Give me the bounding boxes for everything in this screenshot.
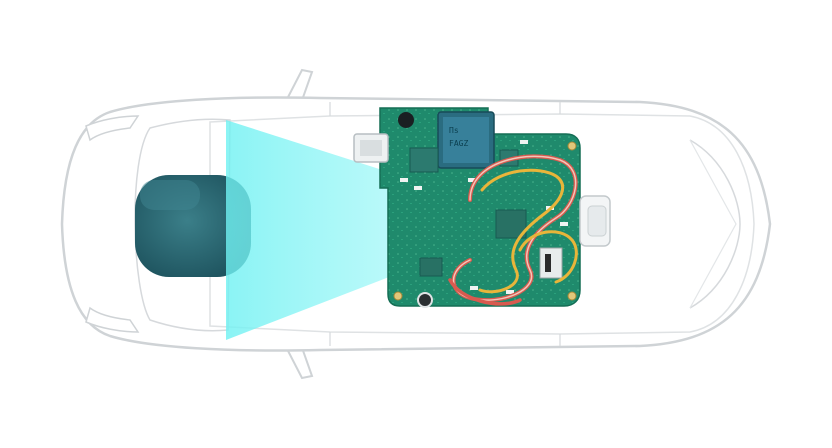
capacitor [398, 112, 414, 128]
left-headlight [85, 115, 140, 142]
circuit-board-icon: Πs FAGZ [353, 107, 581, 308]
right-headlight [85, 306, 140, 333]
chip-label-2: FAGZ [449, 139, 468, 148]
windshield [134, 118, 231, 332]
roof-outline [209, 113, 755, 335]
sensor-icon [135, 175, 251, 277]
processor-chip-icon: Πs FAGZ [437, 111, 495, 169]
chip-label-1: Πs [449, 126, 459, 135]
rear-window [689, 139, 741, 309]
detection-beam-icon [226, 120, 495, 340]
camera-module-icon [579, 195, 611, 247]
rear-window-frame [689, 139, 737, 309]
